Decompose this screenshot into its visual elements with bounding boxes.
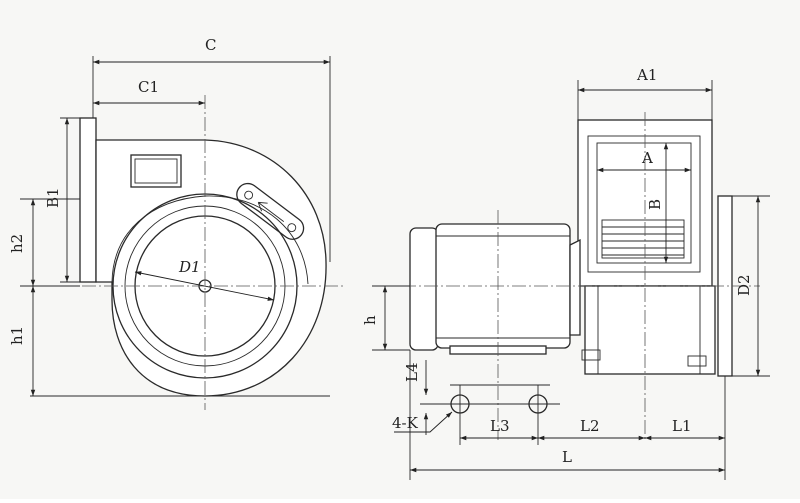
dim-label-D1: D1 [178, 258, 201, 276]
dim-label-C: C [205, 36, 216, 54]
volute-housing [95, 139, 327, 397]
nameplate-frame [130, 154, 182, 188]
motor-end-cap [409, 227, 439, 351]
dim-label-L2: L2 [580, 417, 600, 435]
outlet-opening-frame [587, 135, 701, 273]
dim-label-B1: B1 [44, 187, 62, 208]
dim-label-h1: h1 [8, 326, 26, 345]
dim-label-h: h [361, 315, 379, 325]
dim-label-L1: L1 [672, 417, 692, 435]
motor-shaft-collar [569, 238, 581, 336]
foot-left [581, 349, 601, 361]
dim-label-h2: h2 [8, 234, 26, 253]
impeller-grille [601, 219, 685, 259]
dim-label-D2: D2 [735, 274, 753, 296]
dim-label-L: L [562, 448, 572, 466]
fan-casing-bottom [584, 285, 716, 375]
dim-line-D1 [134, 271, 275, 301]
foot-right [687, 355, 707, 367]
front-view: C C1 B1 h2 h1 D1 [8, 36, 345, 410]
outlet-opening-inner [596, 142, 692, 264]
dim-label-L3: L3 [490, 417, 510, 435]
outlet-flange [79, 117, 97, 283]
rotation-arrow-plate [236, 182, 305, 240]
leader-4-K [394, 411, 453, 433]
dim-label-4-K: 4-K [392, 414, 419, 432]
nameplate-inner [134, 158, 178, 184]
side-view: A1 A B D2 h L4 4-K L3 L2 L1 L [361, 66, 770, 480]
dim-label-B: B [646, 199, 664, 210]
dim-label-A: A [641, 149, 653, 167]
dim-label-A1: A1 [636, 66, 657, 84]
dim-label-L4: L4 [403, 362, 421, 382]
dim-label-C1: C1 [138, 78, 159, 96]
